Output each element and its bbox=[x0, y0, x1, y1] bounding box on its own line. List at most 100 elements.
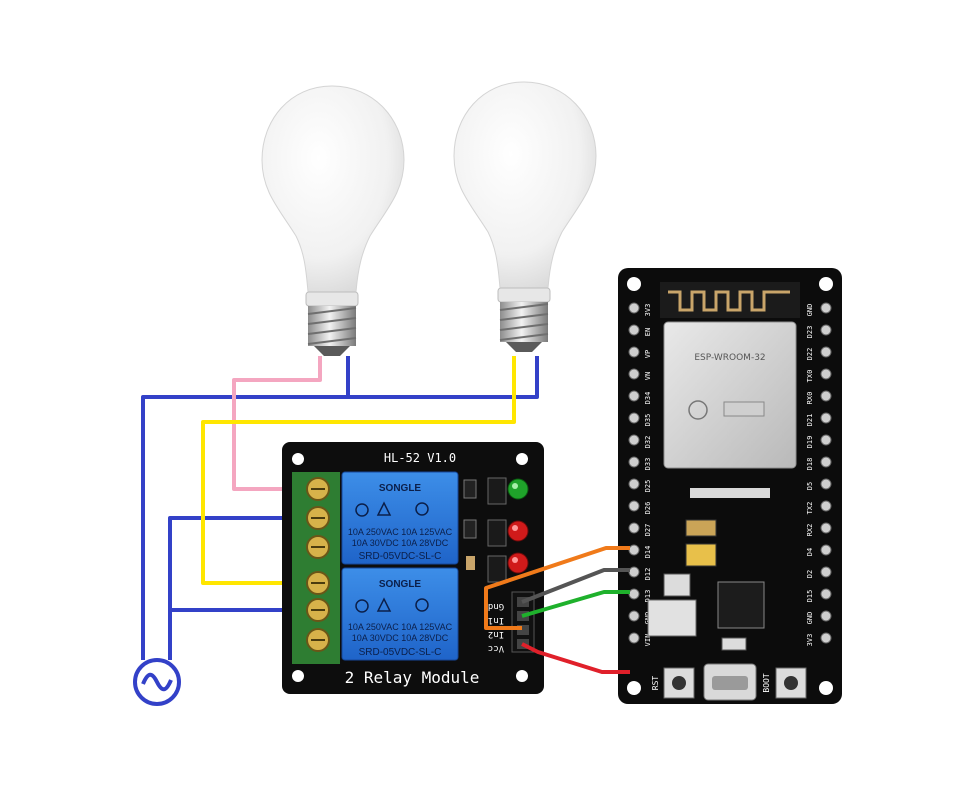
relay-1-model: SRD-05VDC-SL-C bbox=[359, 551, 442, 562]
pin-right-15 bbox=[820, 632, 832, 644]
boot-label: BOOT bbox=[762, 673, 771, 692]
module-label: 2 Relay Module bbox=[345, 668, 480, 687]
light-bulb-2 bbox=[453, 81, 597, 352]
pin-right-8 bbox=[820, 478, 832, 490]
light-bulb-1 bbox=[261, 85, 405, 356]
relay-2-model: SRD-05VDC-SL-C bbox=[359, 647, 442, 658]
pin-label-left-12: D12 bbox=[644, 568, 652, 581]
pin-left-10 bbox=[628, 522, 640, 534]
relay-2-led bbox=[507, 552, 529, 574]
chip-label: ESP-WROOM-32 bbox=[694, 353, 765, 363]
pin-right-0 bbox=[820, 302, 832, 314]
pin-left-9 bbox=[628, 500, 640, 512]
pin-label-right-11: D4 bbox=[806, 548, 814, 556]
usb-uart-chip bbox=[717, 581, 765, 629]
relay-1-brand: SONGLE bbox=[379, 483, 422, 494]
pin-label-left-8: D25 bbox=[644, 480, 652, 493]
relay-module: HL-52 V1.0 2 Relay Module SONGLE 10A 250… bbox=[282, 442, 544, 694]
ac-wires bbox=[141, 356, 539, 660]
pin-label-right-12: D2 bbox=[806, 570, 814, 578]
pin-label-left-5: D35 bbox=[644, 414, 652, 427]
relay-2: SONGLE 10A 250VAC 10A 125VAC 10A 30VDC 1… bbox=[341, 567, 459, 661]
pin-right-11 bbox=[820, 544, 832, 556]
pin-left-1 bbox=[628, 324, 640, 336]
pin-right-14 bbox=[820, 610, 832, 622]
esp32-right-pins: GNDD23D22TX0RX0D21D19D18D5TX2RX2D4D2D15G… bbox=[806, 302, 832, 647]
pin-left-4 bbox=[628, 390, 640, 402]
pin-label-left-13: D13 bbox=[644, 590, 652, 603]
pin-right-12 bbox=[820, 566, 832, 578]
terminal-block-1 bbox=[292, 472, 340, 568]
neutral-wire-relay1 bbox=[168, 516, 297, 660]
pin-label-right-8: D5 bbox=[806, 482, 814, 490]
pin-label-left-9: D26 bbox=[644, 502, 652, 515]
pin-label-left-6: D32 bbox=[644, 436, 652, 449]
pin-left-3 bbox=[628, 368, 640, 380]
pin-left-15 bbox=[628, 632, 640, 644]
pin-right-10 bbox=[820, 522, 832, 534]
pin-right-7 bbox=[820, 456, 832, 468]
pin-label-right-14: GND bbox=[806, 612, 814, 625]
pin-left-14 bbox=[628, 610, 640, 622]
pin-label-right-10: RX2 bbox=[806, 524, 814, 537]
pin-right-13 bbox=[820, 588, 832, 600]
power-led bbox=[507, 478, 529, 500]
cqc-icon bbox=[355, 599, 369, 613]
pin-right-6 bbox=[820, 434, 832, 446]
pin-label-left-15: VIN bbox=[644, 634, 652, 647]
pin-label-right-3: TX0 bbox=[806, 370, 814, 383]
relay-2-brand: SONGLE bbox=[379, 579, 422, 590]
pin-label-right-15: 3V3 bbox=[806, 634, 814, 647]
relay-2-rating-1: 10A 250VAC 10A 125VAC bbox=[348, 622, 453, 632]
pin-right-9 bbox=[820, 500, 832, 512]
relay-1-rating-2: 10A 30VDC 10A 28VDC bbox=[352, 538, 449, 548]
boot-button[interactable]: BOOT bbox=[762, 667, 807, 699]
gnd-wire bbox=[521, 568, 630, 604]
in2-wire bbox=[484, 546, 630, 630]
pin-left-8 bbox=[628, 478, 640, 490]
cqc-icon bbox=[355, 503, 369, 517]
rst-button[interactable]: RST bbox=[651, 667, 695, 699]
warning-icon bbox=[376, 597, 392, 612]
pin-label-left-1: EN bbox=[644, 328, 652, 336]
pin-label-left-4: D34 bbox=[644, 392, 652, 405]
vcc-wire bbox=[521, 642, 630, 674]
pin-label-left-3: VN bbox=[644, 372, 652, 380]
pin-label-left-2: VP bbox=[644, 350, 652, 358]
pin-left-13 bbox=[628, 588, 640, 600]
in1-wire bbox=[521, 590, 630, 618]
ul-icon bbox=[415, 502, 429, 516]
warning-icon bbox=[376, 501, 392, 516]
pin-left-7 bbox=[628, 456, 640, 468]
terminal-block-2 bbox=[292, 568, 340, 664]
neutral-wire-lamp2 bbox=[348, 356, 539, 399]
rst-label: RST bbox=[651, 676, 660, 691]
pin-left-2 bbox=[628, 346, 640, 358]
pin-right-5 bbox=[820, 412, 832, 424]
pin-right-4 bbox=[820, 390, 832, 402]
esp32-board: ESP-WROOM-32 3V3ENVPVND34D35D32D33D25D26… bbox=[618, 268, 842, 704]
pin-label-right-9: TX2 bbox=[806, 502, 814, 515]
pin-label-in2: In2 bbox=[488, 629, 504, 639]
micro-usb-port[interactable] bbox=[703, 663, 757, 701]
pin-label-right-1: D23 bbox=[806, 326, 814, 339]
module-version: HL-52 V1.0 bbox=[384, 451, 456, 465]
neutral-wire bbox=[141, 356, 350, 660]
pin-label-left-10: D27 bbox=[644, 524, 652, 537]
relay-1-rating-1: 10A 250VAC 10A 125VAC bbox=[348, 527, 453, 537]
pin-label-gnd: Gnd bbox=[488, 601, 504, 611]
dc-wires bbox=[484, 546, 630, 674]
fcc-icon bbox=[688, 400, 708, 420]
pin-label-right-2: D22 bbox=[806, 348, 814, 361]
pin-label-right-13: D15 bbox=[806, 590, 814, 603]
pin-left-0 bbox=[628, 302, 640, 314]
pin-label-right-6: D19 bbox=[806, 436, 814, 449]
pin-label-left-11: D14 bbox=[644, 546, 652, 559]
pin-label-in1: In1 bbox=[488, 615, 504, 625]
relay-1-led bbox=[507, 520, 529, 542]
pin-right-1 bbox=[820, 324, 832, 336]
pin-left-11 bbox=[628, 544, 640, 556]
ul-icon bbox=[415, 598, 429, 612]
pin-right-2 bbox=[820, 346, 832, 358]
